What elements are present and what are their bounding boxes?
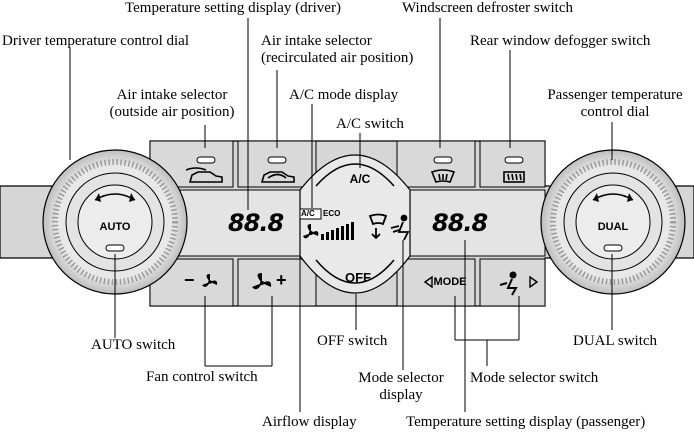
driver-temperature-dial[interactable] xyxy=(42,149,188,295)
label-ac-mode-display: A/C mode display xyxy=(289,87,399,103)
label-passenger-dial-line1: Passenger temperature xyxy=(547,87,683,103)
fan-icon xyxy=(202,274,218,287)
label-off-switch: OFF switch xyxy=(317,333,388,349)
car-recirc-icon xyxy=(260,171,295,183)
driver-temperature-readout: 88.8 xyxy=(228,209,284,237)
label-mode-selector-switch: Mode selector switch xyxy=(470,370,599,386)
display-fan-icon xyxy=(303,224,319,239)
fan-icon-large xyxy=(252,273,272,290)
label-driver-dial: Driver temperature control dial xyxy=(2,33,190,49)
led-defogger xyxy=(504,156,524,164)
mode-person-icon xyxy=(499,271,518,296)
label-passenger-dial-line2: control dial xyxy=(580,104,650,120)
passenger-temperature-dial[interactable] xyxy=(540,149,686,295)
leader-lines xyxy=(69,18,613,412)
led-defroster xyxy=(433,156,453,164)
mode-button-label[interactable]: MODE xyxy=(433,276,467,288)
top-button-row xyxy=(149,140,546,188)
passenger-temperature-readout: 88.8 xyxy=(432,209,488,237)
led-recirc xyxy=(267,156,287,164)
label-rear-defogger: Rear window defogger switch xyxy=(470,33,651,49)
label-intake-outside-line1: Air intake selector xyxy=(116,87,228,103)
label-mode-selector-display-line1: Mode selector xyxy=(358,370,444,386)
mode-left-arrow-icon xyxy=(423,275,433,289)
label-fan-control: Fan control switch xyxy=(146,369,258,385)
ac-button[interactable]: A/C xyxy=(349,172,371,186)
label-auto-switch: AUTO switch xyxy=(91,337,176,353)
mode-right-arrow-icon xyxy=(529,275,539,289)
label-intake-outside-line2: (outside air position) xyxy=(109,104,235,120)
label-intake-recirc-line2: (recirculated air position) xyxy=(261,50,414,66)
fan-minus-button[interactable]: − xyxy=(184,270,195,290)
windscreen-defrost-icon xyxy=(430,169,456,183)
dual-button[interactable]: DUAL xyxy=(597,221,629,233)
label-ac-switch: A/C switch xyxy=(336,116,404,132)
label-temp-display-passenger: Temperature setting display (passenger) xyxy=(406,414,646,430)
label-mode-selector-display: Mode selector display xyxy=(336,370,466,404)
label-airflow-display: Airflow display xyxy=(262,414,357,430)
label-intake-recirc-line1: Air intake selector xyxy=(261,33,372,49)
off-button[interactable]: OFF xyxy=(345,270,371,285)
ac-off-center-button[interactable] xyxy=(299,154,411,294)
label-dual-switch: DUAL switch xyxy=(573,333,658,349)
fan-plus-button[interactable]: + xyxy=(276,270,287,290)
auto-button[interactable]: AUTO xyxy=(99,221,131,233)
label-windscreen-defroster: Windscreen defroster switch xyxy=(402,0,573,16)
airflow-bar-icon xyxy=(321,222,354,240)
label-intake-recirc: Air intake selector (recirculated air po… xyxy=(261,33,413,67)
led-outside-air xyxy=(196,156,216,164)
rear-defog-icon xyxy=(503,171,525,183)
car-outside-icon xyxy=(185,167,223,183)
eco-indicator: ECO xyxy=(323,209,341,218)
label-mode-selector-display-line2: display xyxy=(379,387,423,403)
label-passenger-dial: Passenger temperature control dial xyxy=(536,87,694,121)
ac-mode-indicator: A/C xyxy=(301,209,315,218)
label-intake-outside: Air intake selector (outside air positio… xyxy=(98,87,246,121)
label-temp-display-driver: Temperature setting display (driver) xyxy=(125,0,341,16)
mode-display-icon xyxy=(368,213,410,241)
